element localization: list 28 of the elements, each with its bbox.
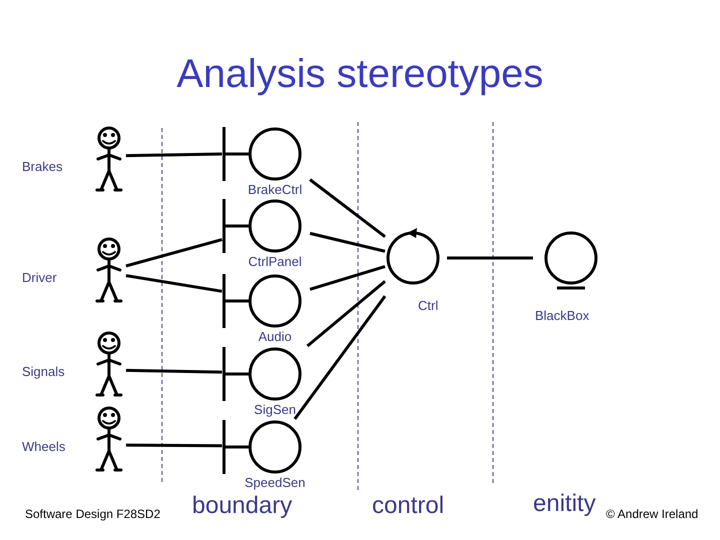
node-label: BrakeCtrl: [246, 182, 304, 197]
node-label: Audio: [257, 329, 293, 344]
footer-text: control: [372, 493, 444, 520]
footer-text: © Andrew Ireland: [606, 508, 698, 522]
connector-line: [310, 265, 386, 291]
connector-line: [294, 295, 386, 420]
footer-text: boundary: [192, 493, 292, 520]
connector-line: [126, 238, 222, 268]
node-label: CtrlPanel: [247, 254, 303, 269]
footer-text: Software Design F28SD2: [25, 508, 160, 522]
node-label: SigSen: [253, 402, 297, 417]
connector-line: [309, 178, 386, 238]
actor-label: Signals: [22, 364, 65, 378]
connector-line: [126, 368, 222, 374]
actor-label: Brakes: [22, 158, 62, 174]
node-label: SpeedSen: [244, 475, 306, 490]
node-label: BlackBox: [535, 308, 590, 323]
title: Analysis stereotypes: [176, 52, 544, 97]
connector-line: [126, 274, 222, 293]
connector-line: [447, 256, 533, 260]
connector-line: [306, 280, 386, 348]
footer-text: enitity: [533, 491, 596, 518]
connector-line: [126, 444, 222, 448]
node-label: Ctrl: [418, 298, 440, 313]
actor-label: Wheels: [22, 438, 66, 454]
actor-label: Driver: [22, 270, 57, 284]
connector-line: [310, 232, 386, 253]
connector-line: [126, 152, 222, 158]
